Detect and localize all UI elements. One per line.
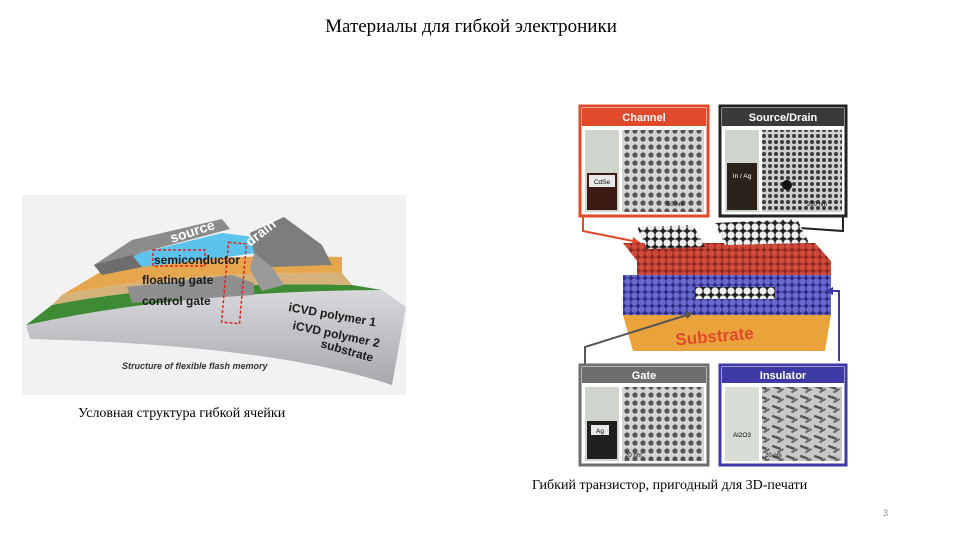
source-drain-title: Source/Drain — [749, 112, 818, 124]
right-caption: Гибкий транзистор, пригодный для 3D-печа… — [532, 478, 808, 493]
insulator-panel: Insulator Al2O3 20 nm — [718, 363, 848, 467]
gate-stack-marker — [220, 241, 248, 325]
control-gate-layer — [127, 275, 254, 303]
channel-title: Channel — [622, 112, 665, 124]
insulator-title: Insulator — [760, 370, 807, 382]
al2o3-vial-label: Al2O3 — [733, 432, 751, 439]
source-drain-panel: Source/Drain In / Ag 200 nm — [718, 104, 848, 218]
ag-vial-label: Ag — [596, 428, 604, 435]
cdse-vial-label: CdSe — [594, 179, 611, 186]
source-block — [94, 219, 230, 275]
left-caption: Условная структура гибкой ячейки — [78, 406, 286, 421]
channel-panel: Channel CdSe 50 nm — [578, 104, 710, 218]
channel-scale: 50 nm — [667, 202, 684, 208]
in-ag-vial-label: In / Ag — [733, 173, 752, 180]
substrate-layer — [26, 290, 406, 385]
flexible-transistor-figure: Channel CdSe 50 nm Source/Drain In / Ag … — [578, 104, 848, 467]
floating-gate-label: floating gate — [142, 273, 214, 287]
page-number: 3 — [882, 508, 888, 518]
device-stack: Substrate — [623, 219, 831, 351]
gate-title: Gate — [632, 370, 656, 382]
semiconductor-label: semiconductor — [154, 253, 240, 267]
insulator-scale: 20 nm — [765, 453, 782, 459]
drain-block — [250, 217, 332, 267]
semiconductor-marker — [152, 249, 206, 267]
flash-memory-structure-figure: source drain semiconductor floating gate… — [22, 195, 406, 395]
source-drain-scale: 200 nm — [807, 202, 827, 208]
gate-scale: 20 nm — [625, 453, 642, 459]
gate-panel: Gate Ag 20 nm — [578, 363, 710, 467]
slide-title: Материалы для гибкой электроники — [325, 16, 617, 37]
control-gate-label: control gate — [142, 294, 211, 308]
figure-caption-en: Structure of flexible flash memory — [122, 361, 269, 371]
semiconductor-layer — [132, 233, 272, 267]
